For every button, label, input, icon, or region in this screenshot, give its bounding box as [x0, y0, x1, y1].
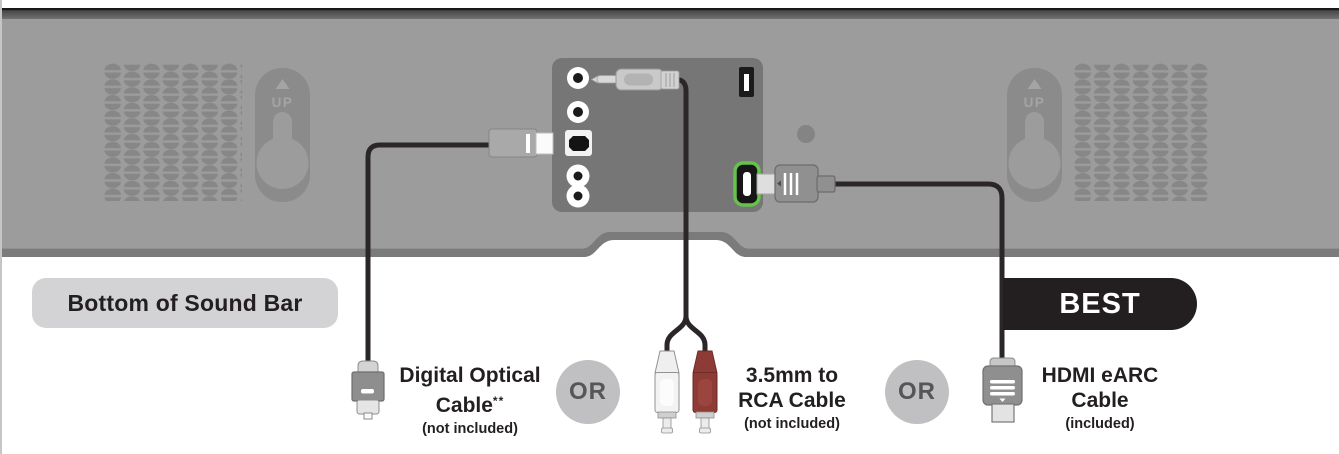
audio-jack-port-2	[567, 101, 589, 123]
hdmi-cable-title-line2: Cable	[1071, 389, 1129, 412]
optical-cable-title-line2: Cable**	[435, 394, 505, 417]
keyhole-mount-right: UP	[1007, 68, 1062, 202]
footnote-asterisks: **	[492, 394, 505, 408]
cables	[365, 77, 1005, 362]
optical-cable-connector	[351, 360, 385, 420]
hdmi-earc-port	[733, 161, 761, 207]
speaker-grille-left	[104, 63, 242, 201]
panel-button-dot	[797, 125, 815, 143]
up-arrow-icon	[1027, 79, 1042, 89]
keyhole-mount-left: UP	[255, 68, 310, 202]
or-label: OR	[569, 378, 607, 405]
aux-jack-port	[567, 67, 589, 89]
soundbar-top-band	[0, 10, 1339, 20]
optical-port	[565, 130, 592, 156]
best-badge: BEST	[1003, 278, 1197, 330]
up-arrow-icon	[275, 79, 290, 89]
hdmi-cable-label: HDMI eARC Cable (included)	[1005, 363, 1195, 433]
rca-cable-title-line1: 3.5mm to	[745, 364, 839, 387]
keyhole-hole	[1008, 137, 1061, 189]
rca-branch-red	[683, 315, 708, 353]
aux-inline-plug	[590, 68, 680, 91]
or-label: OR	[898, 378, 936, 405]
rca-plug-white	[654, 350, 680, 434]
hdmi-cable-line	[834, 181, 1005, 360]
soundbar-top-edge	[0, 8, 1339, 11]
rca-branch-white	[664, 315, 689, 353]
rca-cable-availability: (not included)	[744, 416, 840, 432]
callout-label: Bottom of Sound Bar	[67, 289, 303, 316]
rca-cable-label: 3.5mm to RCA Cable (not included)	[697, 363, 887, 433]
power-port	[566, 164, 590, 208]
hdmi-inline-plug	[756, 164, 836, 203]
optical-cable-availability: (not included)	[422, 421, 518, 437]
speaker-grille-right	[1072, 63, 1210, 201]
best-badge-label: BEST	[1059, 287, 1141, 320]
rca-cable-title-line2: RCA Cable	[738, 389, 846, 412]
or-separator-2: OR	[885, 360, 949, 424]
keyhole-hole	[256, 137, 309, 189]
optical-cable-label: Digital Optical Cable** (not included)	[375, 363, 565, 438]
optical-inline-plug	[488, 128, 554, 158]
usb-port	[739, 67, 754, 97]
hdmi-cable-connector	[982, 357, 1023, 423]
page-edge-line	[0, 0, 2, 454]
hdmi-cable-availability: (included)	[1065, 416, 1135, 432]
bottom-of-soundbar-callout: Bottom of Sound Bar	[32, 278, 338, 328]
hdmi-cable-title-line1: HDMI eARC	[1041, 364, 1159, 387]
optical-cable-line	[365, 142, 492, 362]
up-label-right: UP	[1024, 95, 1046, 110]
optical-cable-title-line1: Digital Optical	[399, 364, 541, 387]
or-separator-1: OR	[556, 360, 620, 424]
up-label-left: UP	[272, 95, 294, 110]
io-panel	[552, 58, 815, 212]
rca-plug-red	[692, 350, 718, 434]
